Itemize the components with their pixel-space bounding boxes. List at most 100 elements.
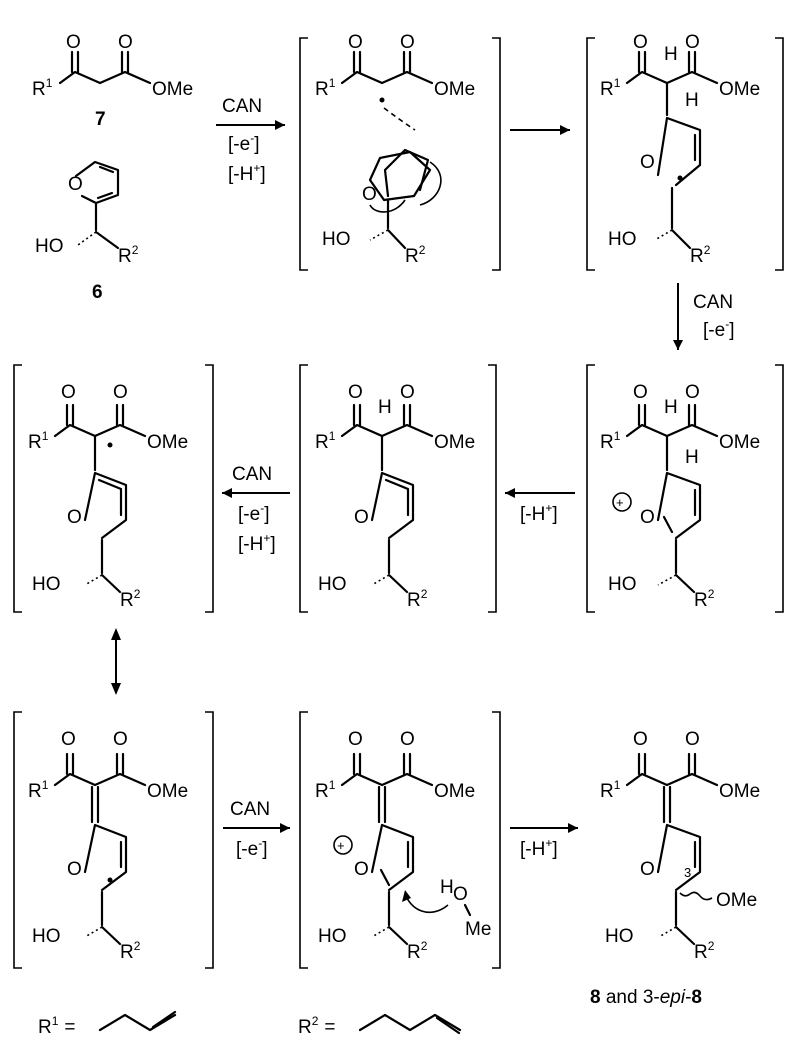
- svg-text:R1: R1: [315, 429, 336, 453]
- resonance-arrow: [111, 628, 121, 695]
- svg-text:O: O: [362, 184, 377, 205]
- intermediate-radical-addition: O O R1 OMe O HO R2: [299, 32, 501, 271]
- ho-label: HO: [35, 236, 64, 257]
- compound-number-6: 6: [92, 282, 103, 303]
- positive-charge: +: [616, 495, 624, 510]
- svg-text:R1: R1: [600, 429, 621, 453]
- svg-text:OMe: OMe: [147, 781, 188, 802]
- svg-text:HO: HO: [32, 574, 61, 595]
- svg-text:O: O: [348, 32, 363, 53]
- svg-text:R2: R2: [694, 587, 715, 611]
- svg-text:H: H: [685, 90, 699, 111]
- svg-text:R1=: R1=: [38, 1014, 76, 1038]
- compound-number-7: 7: [95, 109, 106, 130]
- svg-text:OMe: OMe: [719, 79, 760, 100]
- svg-text:OMe: OMe: [147, 432, 188, 453]
- reagent-minus-h: [-H+]: [228, 161, 266, 185]
- svg-text:CAN: CAN: [693, 292, 733, 313]
- svg-text:[-e-]: [-e-]: [238, 501, 269, 525]
- svg-text:O: O: [685, 382, 700, 403]
- intermediate-methanol-attack: O O R1 OMe O + HO R2 H O Me: [299, 711, 501, 969]
- reaction-arrow-7: [-H+]: [510, 823, 578, 860]
- svg-text:HO: HO: [608, 574, 637, 595]
- svg-text:O: O: [633, 32, 648, 53]
- svg-text:Me: Me: [465, 919, 491, 940]
- svg-text:O: O: [685, 32, 700, 53]
- svg-text:CAN: CAN: [230, 799, 270, 820]
- svg-text:HO: HO: [605, 926, 634, 947]
- intermediate-cyclized-radical: O O R1 OMe H H O HO R2: [586, 32, 784, 271]
- svg-text:[-e-]: [-e-]: [236, 836, 267, 860]
- svg-text:R2: R2: [694, 939, 715, 963]
- svg-text:HO: HO: [318, 574, 347, 595]
- svg-text:R2: R2: [407, 939, 428, 963]
- svg-text:OMe: OMe: [719, 432, 760, 453]
- svg-text:[-H+]: [-H+]: [520, 501, 558, 525]
- ome-label: OMe: [152, 79, 193, 100]
- reagent-can: CAN: [222, 96, 262, 117]
- svg-text:O: O: [400, 32, 415, 53]
- reaction-arrow-6: CAN [-e-]: [223, 799, 290, 860]
- svg-text:R1: R1: [315, 778, 336, 802]
- svg-text:HO: HO: [608, 229, 637, 250]
- r2-label: R2: [118, 243, 139, 267]
- reaction-arrow-3: CAN [-e-]: [673, 283, 734, 350]
- svg-text:H: H: [664, 44, 678, 65]
- svg-text:O: O: [67, 859, 82, 880]
- svg-text:OMe: OMe: [434, 432, 475, 453]
- svg-text:R1: R1: [315, 76, 336, 100]
- reagent-minus-e: [-e-]: [228, 131, 259, 155]
- svg-text:[-H+]: [-H+]: [520, 836, 558, 860]
- reaction-arrow-4: [-H+]: [505, 488, 575, 525]
- svg-text:[-e-]: [-e-]: [703, 317, 734, 341]
- svg-text:O: O: [633, 729, 648, 750]
- svg-text:O: O: [453, 884, 468, 905]
- svg-text:R2: R2: [120, 587, 141, 611]
- svg-text:O: O: [640, 507, 655, 528]
- svg-text:R2: R2: [407, 587, 428, 611]
- stereocenter-3: 3: [684, 865, 691, 880]
- r1-definition: R1=: [38, 1010, 177, 1038]
- svg-text:R1: R1: [600, 76, 621, 100]
- svg-text:OMe: OMe: [716, 890, 757, 911]
- intermediate-ylidene-radical: O O R1 OMe O HO R2: [13, 711, 214, 969]
- svg-text:O: O: [354, 507, 369, 528]
- reaction-arrow-2: [510, 125, 570, 135]
- svg-text:O: O: [685, 729, 700, 750]
- product-8: O O R1 OMe O 3 OMe HO R2 8 and 3-epi-8: [590, 729, 760, 1008]
- svg-text:R2: R2: [690, 243, 711, 267]
- intermediate-oxocarbenium: O O R1 OMe H H O + HO R2: [586, 364, 784, 613]
- svg-text:H: H: [685, 447, 699, 468]
- intermediate-furyl-radical: O O R1 OMe O HO R2: [13, 364, 214, 613]
- svg-text:R2: R2: [120, 939, 141, 963]
- svg-text:HO: HO: [322, 229, 351, 250]
- svg-text:O: O: [61, 729, 76, 750]
- compound-7: O O R1 OMe 7: [32, 32, 193, 130]
- svg-text:R2=: R2=: [298, 1014, 336, 1038]
- svg-text:R2: R2: [405, 243, 426, 267]
- product-label: 8 and 3-epi-8: [590, 987, 702, 1008]
- r2-definition: R2=: [298, 1013, 462, 1038]
- svg-text:O: O: [348, 382, 363, 403]
- compound-6: O HO R2 6: [35, 160, 139, 303]
- svg-text:O: O: [633, 382, 648, 403]
- atom-o: O: [66, 32, 81, 53]
- radical-dot: [379, 97, 385, 103]
- svg-text:HO: HO: [318, 926, 347, 947]
- svg-text:O: O: [400, 729, 415, 750]
- svg-text:O: O: [640, 859, 655, 880]
- svg-text:O: O: [113, 382, 128, 403]
- svg-text:O: O: [640, 152, 655, 173]
- svg-text:O: O: [400, 382, 415, 403]
- svg-text:R1: R1: [600, 778, 621, 802]
- radical-dot: [107, 442, 113, 448]
- svg-text:HO: HO: [32, 926, 61, 947]
- svg-text:O: O: [348, 729, 363, 750]
- svg-text:R1: R1: [28, 778, 49, 802]
- svg-text:O: O: [354, 859, 369, 880]
- atom-o: O: [68, 174, 83, 195]
- reaction-arrow-5: CAN [-e-] [-H+]: [222, 464, 290, 555]
- svg-text:O: O: [113, 729, 128, 750]
- svg-text:H: H: [664, 397, 678, 418]
